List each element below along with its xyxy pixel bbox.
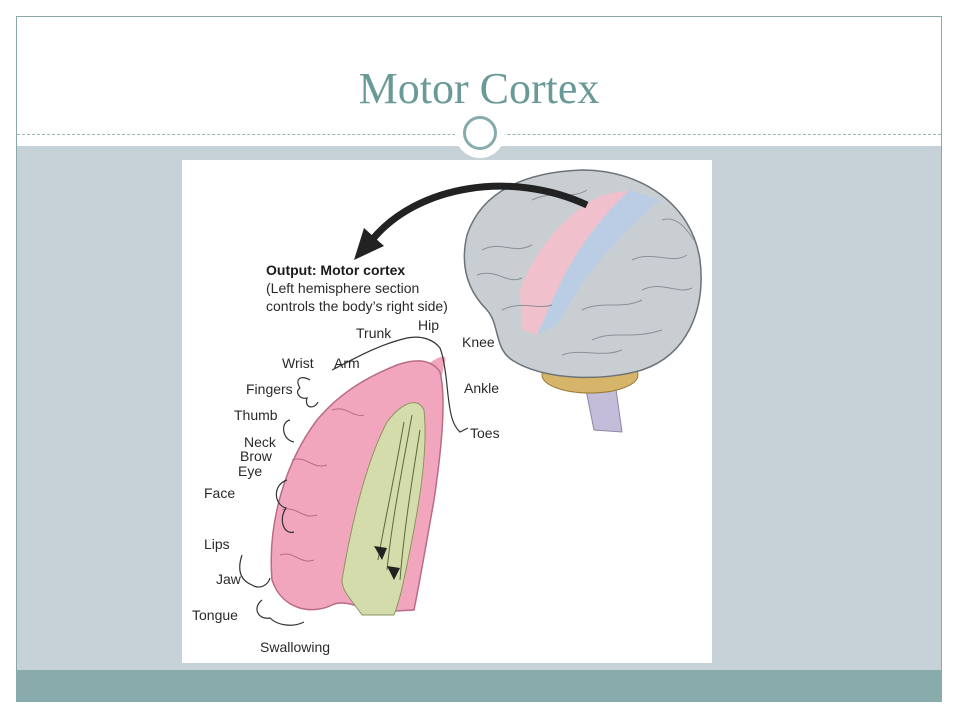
label-toes: Toes xyxy=(470,425,500,441)
label-trunk: Trunk xyxy=(356,325,392,341)
output-note-line1: (Left hemisphere section xyxy=(266,280,419,296)
motor-cortex-diagram: Output: Motor cortex (Left hemisphere se… xyxy=(192,169,702,655)
label-jaw: Jaw xyxy=(216,571,242,587)
sensory-strip xyxy=(537,190,660,335)
label-thumb: Thumb xyxy=(234,407,278,423)
label-tongue: Tongue xyxy=(192,607,238,623)
cortex-section xyxy=(270,356,446,616)
pointer-arrow xyxy=(369,182,589,243)
label-brow: Brow xyxy=(240,448,273,464)
output-note-line2: controls the body’s right side) xyxy=(266,298,448,314)
motor-cortex-figure: Output: Motor cortex (Left hemisphere se… xyxy=(182,160,712,663)
label-neck: Neck xyxy=(244,434,277,450)
label-hip: Hip xyxy=(418,317,439,333)
label-wrist: Wrist xyxy=(282,355,314,371)
label-lips: Lips xyxy=(204,536,230,552)
label-arm: Arm xyxy=(334,355,360,371)
label-swallowing: Swallowing xyxy=(260,639,330,655)
label-eye: Eye xyxy=(238,463,262,479)
label-face: Face xyxy=(204,485,235,501)
output-heading: Output: Motor cortex xyxy=(266,262,405,278)
brain-illustration xyxy=(463,169,702,433)
motor-strip xyxy=(520,190,630,335)
label-knee: Knee xyxy=(462,334,495,350)
divider-ring-icon xyxy=(455,108,505,158)
arrow-head-icon xyxy=(354,228,384,260)
slide-title: Motor Cortex xyxy=(358,64,600,113)
homunculus-outline xyxy=(239,336,469,626)
label-ankle: Ankle xyxy=(464,380,499,396)
footer-bar xyxy=(17,670,941,702)
fiber-arrow-icons xyxy=(374,546,400,580)
label-fingers: Fingers xyxy=(246,381,293,397)
